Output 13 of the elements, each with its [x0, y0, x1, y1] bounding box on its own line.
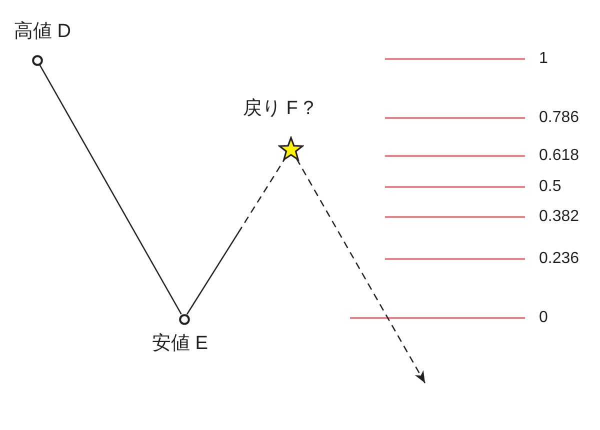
ratio-label: 0.382	[539, 207, 580, 226]
ratio-label: 0	[539, 308, 548, 328]
dashed-connector-line	[186, 158, 286, 315]
ratio-label: 0.236	[539, 249, 580, 268]
point-label: 安値 E	[152, 333, 208, 356]
ratio-label: 0.5	[539, 177, 562, 196]
connector-line	[39, 64, 182, 315]
ratio-label: 0.618	[539, 146, 580, 166]
ratio-label: 0.786	[539, 108, 580, 128]
point-label: 高値 D	[14, 21, 71, 44]
ratio-label: 1	[539, 49, 548, 68]
point-label: 戻り F ?	[243, 98, 314, 121]
dashed-arrow	[296, 158, 426, 384]
